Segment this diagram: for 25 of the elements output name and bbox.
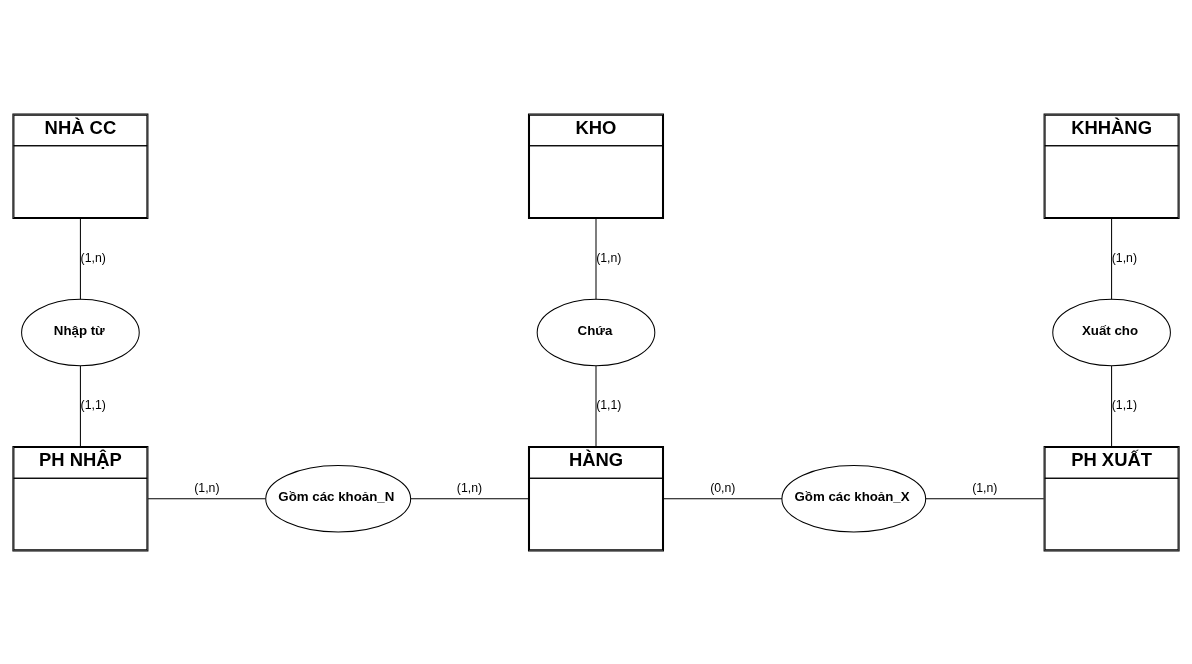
edge-label: (0,n) [710,480,736,495]
edge-label: (1,1) [1111,397,1137,412]
connector [79,364,81,447]
node-ellipse: Gồm các khoản_N [265,464,412,532]
connector [79,217,81,300]
node-ellipse: Xuất cho [1052,298,1171,366]
connector [663,497,783,499]
edge-label: (1,n) [194,480,220,495]
edge-label: (1,n) [1111,250,1137,265]
edge-label: (1,n) [80,250,106,265]
connector [595,217,597,300]
connector [1111,217,1113,300]
edge-label: (1,n) [972,480,998,495]
edge-label: (1,1) [596,397,622,412]
node-ellipse: Nhập từ [21,298,140,366]
edge-label: (1,n) [456,480,483,495]
edge-label: (1,1) [80,397,106,412]
node-ellipse: Gồm các khoản_X [781,464,927,532]
connector [925,497,1045,499]
edge-label: (1,n) [596,250,622,265]
connector [410,497,529,499]
connector [595,364,597,447]
connector [147,497,266,499]
connector [1111,364,1113,447]
node-ellipse: Chứa [536,298,656,366]
